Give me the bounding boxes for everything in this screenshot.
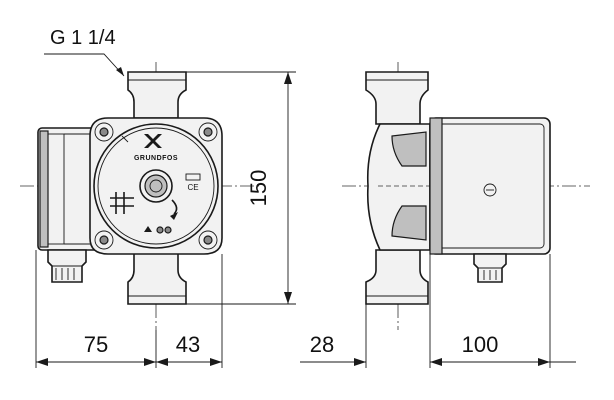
speed-selector-knob xyxy=(144,174,168,198)
motor-face: GRUNDFOS CE xyxy=(93,123,219,249)
top-pipe-connection xyxy=(127,71,187,119)
dimension-43: 43 xyxy=(176,332,200,357)
grundfos-logo-icon xyxy=(144,134,162,148)
speed-selector-ring xyxy=(139,169,173,203)
side-pump-housing xyxy=(366,123,431,251)
speed-marks-icon xyxy=(110,192,134,214)
ce-mark: CE xyxy=(187,183,198,192)
connection-size-label: G 1 1/4 xyxy=(50,27,116,49)
connection-leader-arrow xyxy=(116,67,124,76)
bottom-pipe-connection xyxy=(127,251,187,305)
warning-symbols-icon xyxy=(144,226,172,234)
ce-plate xyxy=(185,173,201,181)
side-motor-body xyxy=(429,117,551,255)
rotation-arrow-icon xyxy=(170,199,178,220)
dimension-150: 150 xyxy=(246,170,271,207)
vent-screw-icon xyxy=(483,183,497,197)
side-view xyxy=(342,62,590,330)
dimension-100: 100 xyxy=(462,332,499,357)
side-top-pipe xyxy=(365,71,429,125)
front-view: GRUNDFOS CE xyxy=(20,27,260,330)
connection-leader-line xyxy=(44,53,125,77)
dimension-75: 75 xyxy=(84,332,108,357)
side-bottom-pipe xyxy=(365,249,429,305)
motor-housing-side xyxy=(37,127,103,251)
side-cable-gland xyxy=(473,253,507,283)
brand-name: GRUNDFOS xyxy=(134,155,178,162)
cable-gland xyxy=(47,249,87,283)
dimension-lines: 75 43 150 28 100 xyxy=(35,71,576,368)
dimension-28: 28 xyxy=(310,332,334,357)
